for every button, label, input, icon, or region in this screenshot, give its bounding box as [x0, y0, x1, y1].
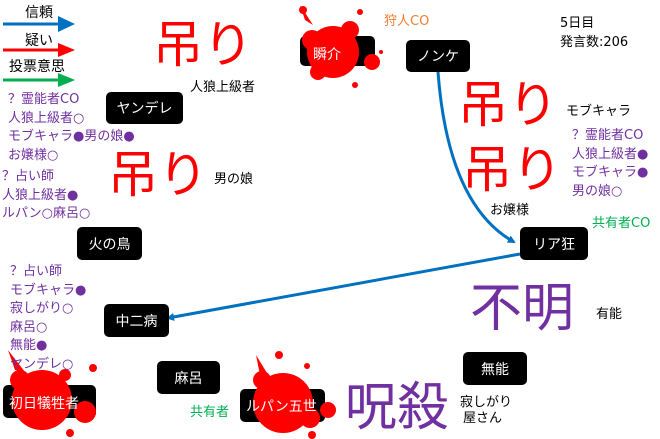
legend-vote-arrow: [3, 73, 75, 87]
trust-arrow-riakyo-chuni: [166, 252, 521, 321]
dead-sabishi: 寂しがり屋さん: [460, 395, 512, 427]
node-hinotori[interactable]: 火の鳥: [77, 227, 142, 260]
node-label: 中二病: [115, 313, 158, 330]
note-line: 人狼上級者●: [572, 146, 649, 162]
note-line: モブキャラ●: [10, 282, 87, 298]
legend-vote-label: 投票意思: [9, 59, 65, 75]
note-line: 寂しがり○: [10, 301, 74, 316]
note-line: ？霊能者CO: [8, 92, 80, 107]
note-line: モブキャラ●男の娘●: [8, 129, 135, 144]
node-label: 麻呂: [174, 370, 203, 387]
node-label: 火の鳥: [88, 236, 131, 253]
node-label: ヤンデレ: [116, 101, 173, 117]
node-yandere[interactable]: ヤンデレ: [106, 92, 183, 124]
node-shonichi-label: 初日犠牲者: [9, 396, 79, 412]
stamp-hang: 吊り: [108, 146, 208, 204]
role-hunter-co: 狩人CO: [384, 14, 430, 29]
legend-doubt-label: 疑い: [25, 33, 53, 49]
blood-splat-icon: [8, 350, 97, 437]
node-muno[interactable]: 無能: [463, 352, 527, 385]
trust-arrow-nonke-riakyo: [436, 71, 516, 244]
stamp-hang: 吊り: [462, 141, 562, 199]
blood-splat-icon: [299, 5, 383, 88]
day-label: 5日目: [560, 16, 595, 31]
note-line: 人狼上級者○: [8, 110, 85, 126]
dead-ojou: お嬢様: [490, 203, 530, 218]
node-lupin-label: ルパン五世: [246, 399, 317, 415]
node-nonke[interactable]: ノンケ: [406, 40, 470, 72]
note-line: 麻呂○: [10, 319, 48, 335]
node-chuni[interactable]: 中二病: [104, 304, 169, 337]
note-line: 男の娘○: [572, 183, 623, 199]
dead-mob: モブキャラ: [566, 104, 632, 119]
legend-doubt-arrow: [3, 43, 75, 57]
legend-trust-arrow: [3, 16, 75, 32]
node-label: ノンケ: [417, 49, 459, 65]
post-count: 発言数:206: [560, 35, 629, 50]
node-label: 無能: [481, 361, 509, 378]
note-line: ？占い師: [2, 169, 55, 184]
note-line: 人狼上級者●: [2, 187, 79, 203]
dead-sabishi-line1: 寂しがり: [460, 395, 513, 410]
dead-otokonoko: 男の娘: [214, 172, 254, 187]
node-maro[interactable]: 麻呂: [157, 361, 220, 394]
stamp-hang: 吊り: [153, 16, 253, 74]
dead-yuno: 有能: [596, 307, 623, 322]
note-line: 無能●: [10, 338, 48, 353]
role-sharer-co: 共有者CO: [592, 216, 651, 231]
node-label: リア狂: [533, 236, 575, 253]
role-sharer: 共有者: [190, 405, 230, 420]
note-line: お嬢様○: [8, 147, 59, 163]
notes-ojou: ？霊能者CO 人狼上級者● モブキャラ● 男の娘○: [572, 127, 648, 201]
note-line: ヤンデレ○: [10, 356, 74, 372]
dead-jinro: 人狼上級者: [190, 80, 256, 95]
note-line: ルパン○麻呂○: [2, 206, 91, 221]
dead-sabishi-line2: 屋さん: [463, 411, 503, 426]
blood-splat-icon: [253, 351, 336, 439]
notes-chuni: ？占い師 モブキャラ● 寂しがり○ 麻呂○ 無能● ヤンデレ○: [10, 263, 86, 374]
stamp-curse: 呪殺: [345, 378, 450, 438]
note-line: ？霊能者CO: [572, 128, 644, 143]
node-shunsuke-label: 瞬介: [313, 47, 341, 63]
legend-trust-label: 信頼: [25, 5, 53, 21]
stamp-hang: 吊り: [458, 76, 558, 134]
note-line: ？占い師: [10, 264, 63, 279]
notes-yandere: ？霊能者CO 人狼上級者○ モブキャラ●男の娘● お嬢様○: [8, 91, 135, 165]
note-line: モブキャラ●: [572, 165, 649, 180]
node-riakyo[interactable]: リア狂: [520, 227, 588, 260]
stamp-unknown: 不明: [470, 279, 575, 339]
notes-otokonoko: ？占い師 人狼上級者● ルパン○麻呂○: [2, 168, 90, 224]
